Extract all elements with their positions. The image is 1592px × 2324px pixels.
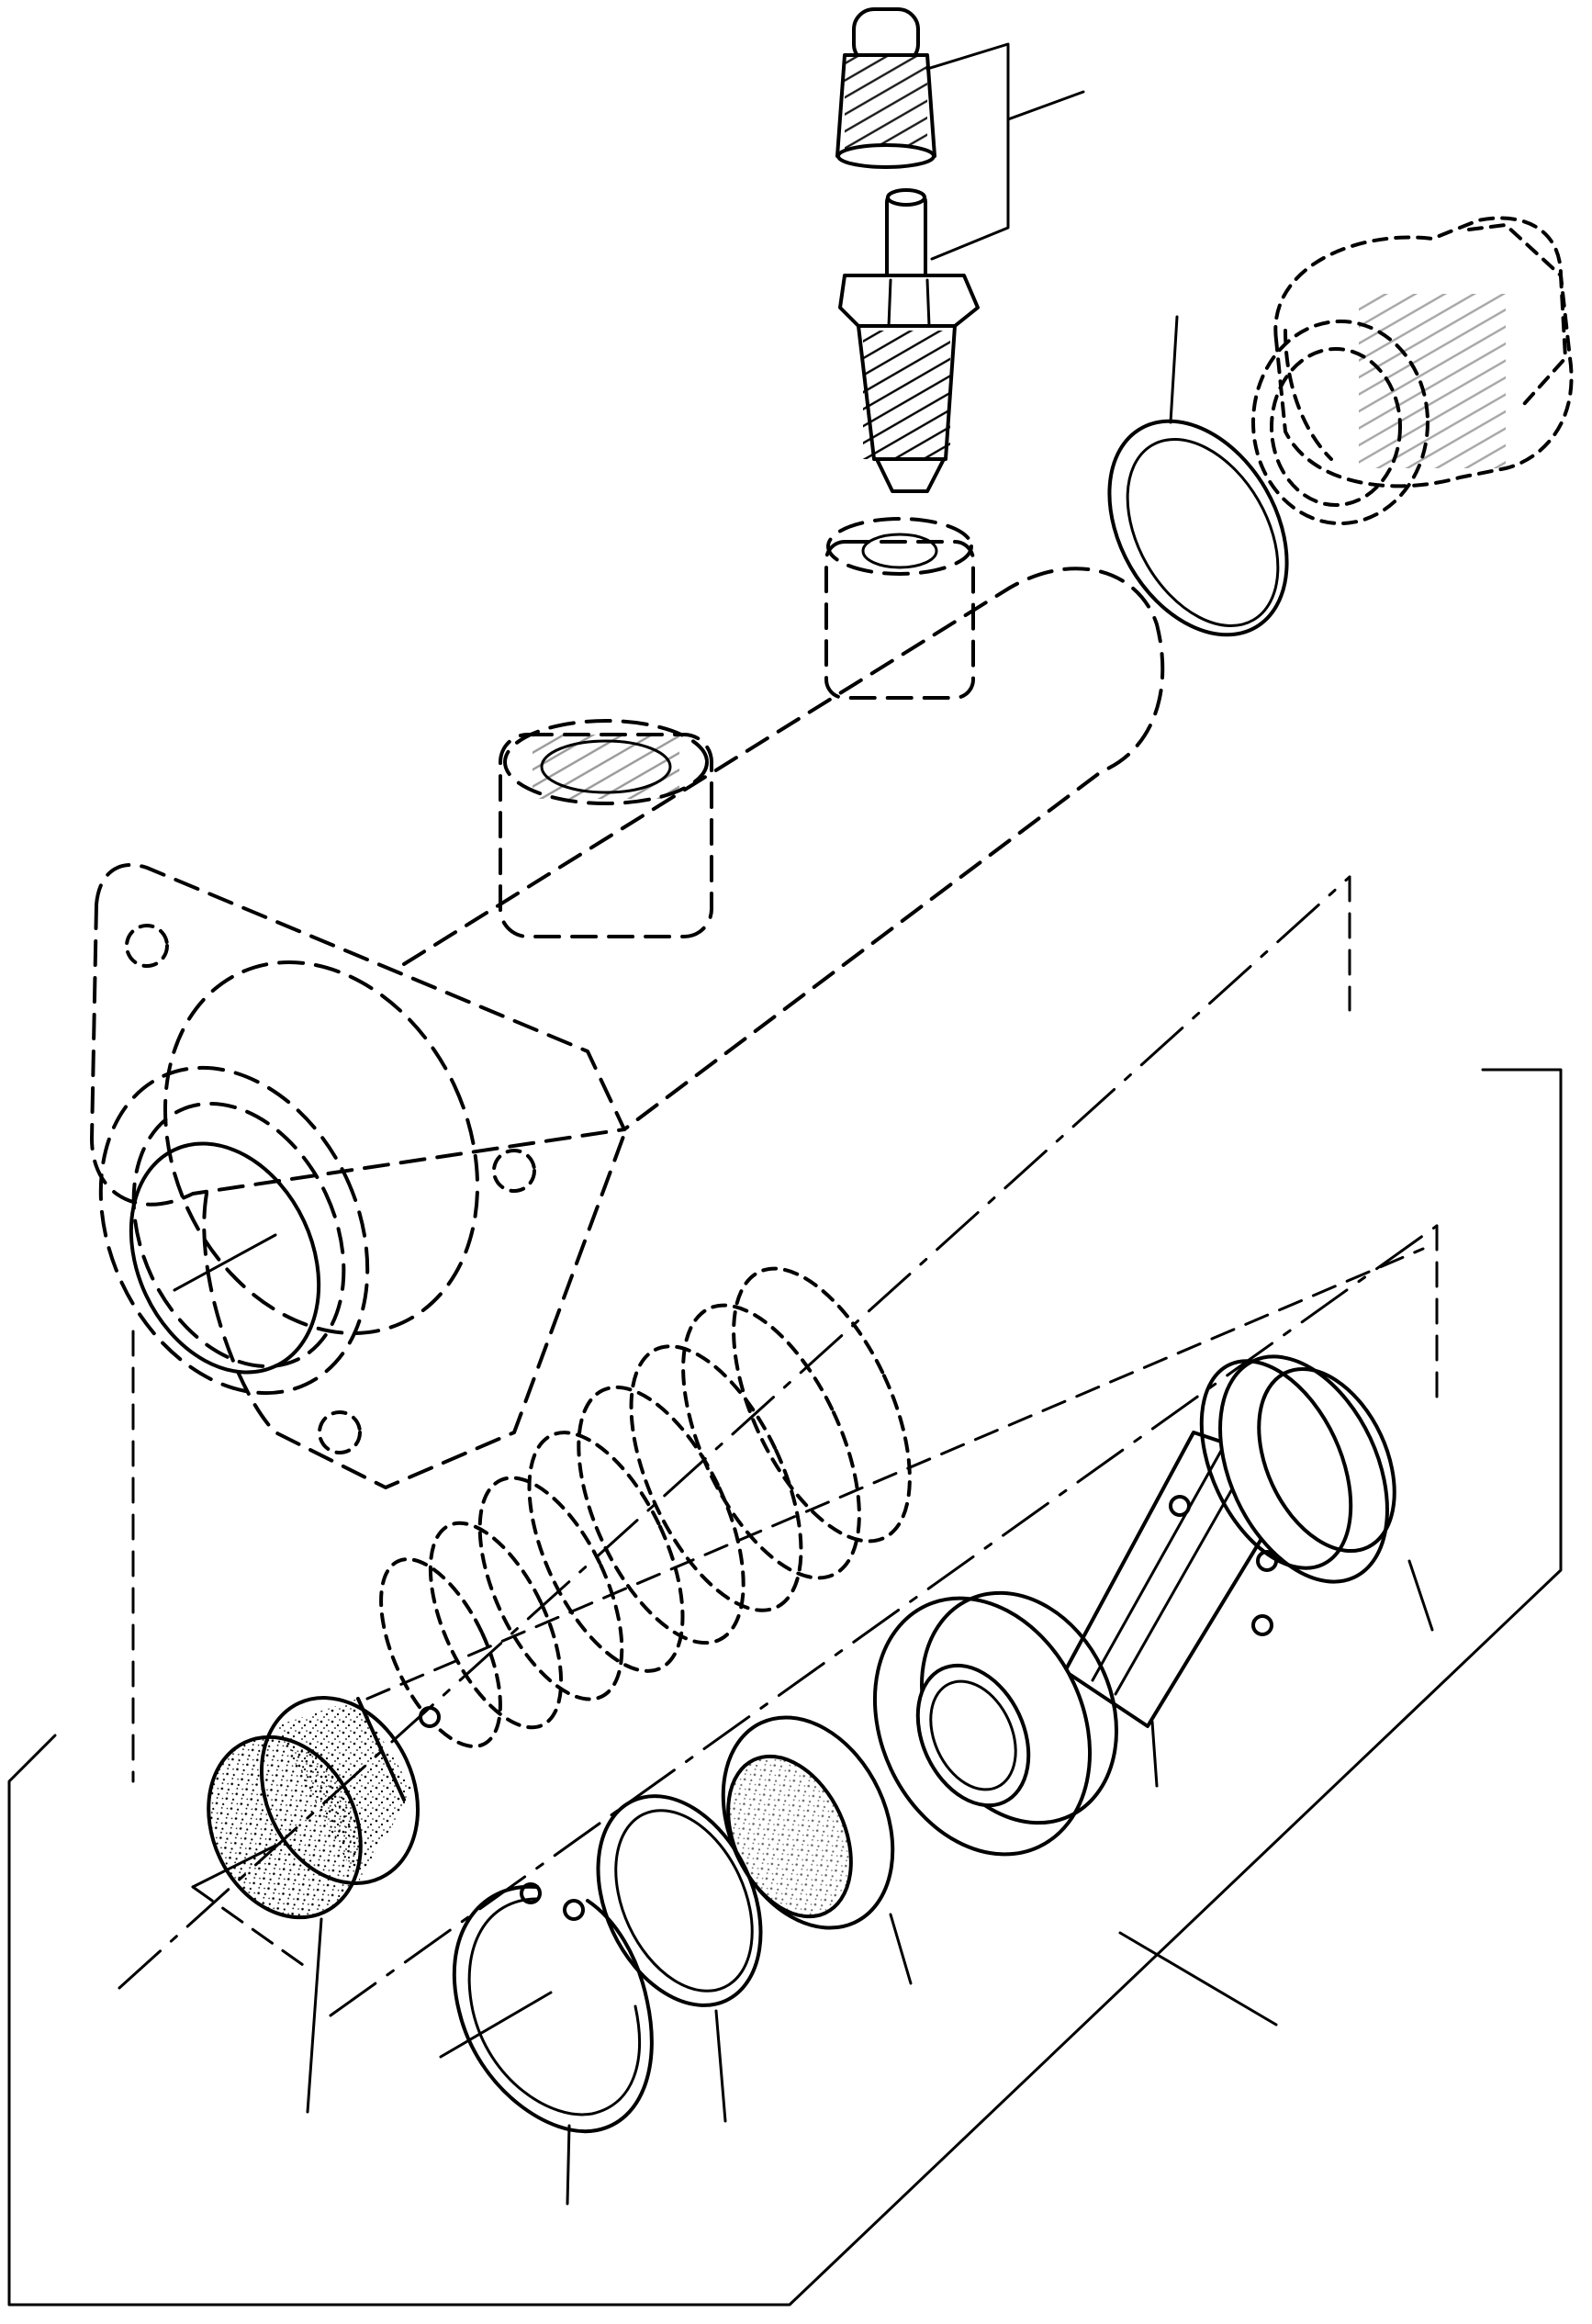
boot-plug	[191, 1696, 420, 2114]
piston-assembly	[872, 1354, 1434, 1857]
centerlines	[118, 875, 1439, 2017]
bleeder-screw	[838, 188, 980, 493]
adapter-o-ring	[1107, 315, 1289, 637]
primary-cup	[721, 1715, 913, 1985]
snap-ring	[439, 1882, 654, 2206]
master-cylinder-housing	[90, 517, 1165, 1489]
bleeder-leader-lines	[925, 42, 1085, 261]
adapter-fitting	[1251, 216, 1574, 525]
repair-kit-bracket	[7, 1068, 1563, 2307]
bleeder-cap	[835, 7, 936, 169]
